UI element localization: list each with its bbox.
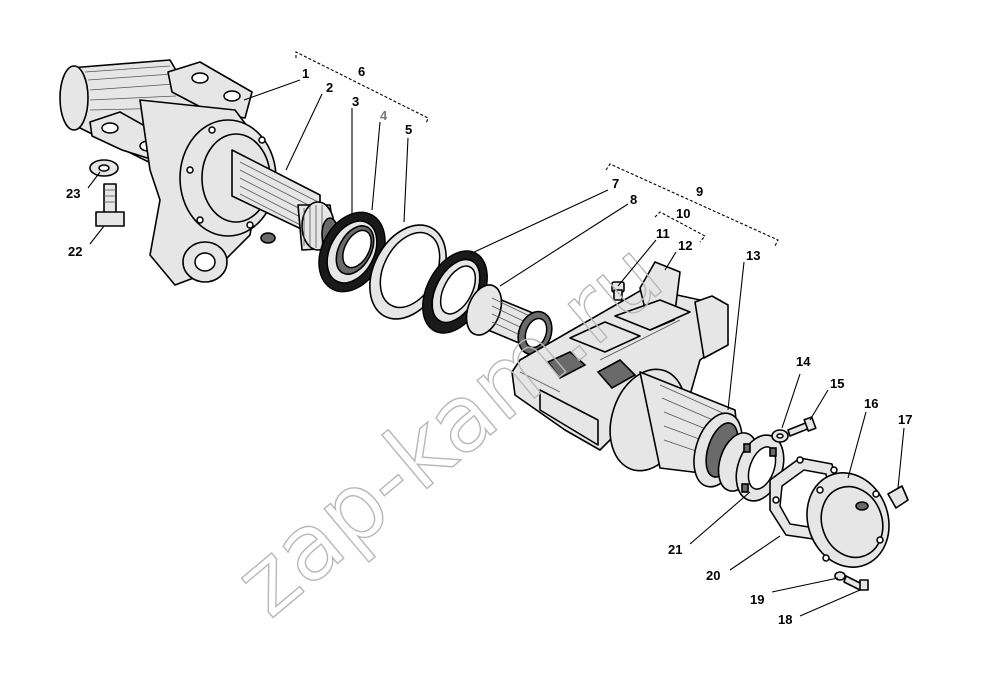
part-13-large-sleeve: [609, 368, 759, 492]
callout-10: 10: [676, 206, 690, 221]
callout-22: 22: [68, 244, 82, 259]
callout-3: 3: [352, 94, 359, 109]
callout-20: 20: [706, 568, 720, 583]
part-11-screw: [611, 281, 625, 301]
part-17-plug: [887, 485, 909, 509]
part-18-bolt: [843, 575, 869, 591]
callout-13: 13: [746, 248, 760, 263]
callout-19: 19: [750, 592, 764, 607]
callout-18: 18: [778, 612, 792, 627]
part-1-axle-housing: [59, 59, 277, 286]
callout-2: 2: [326, 80, 333, 95]
callout-16: 16: [864, 396, 878, 411]
callout-1: 1: [302, 66, 309, 81]
part-23-washer: [89, 159, 119, 177]
part-22-bolt: [95, 183, 125, 227]
assembly-brackets: [295, 51, 779, 247]
part-3-seal-ring: [318, 211, 386, 293]
callout-4: 4: [380, 108, 388, 123]
callout-23: 23: [66, 186, 80, 201]
callout-11: 11: [656, 226, 670, 241]
callout-14: 14: [796, 354, 811, 369]
callout-8: 8: [630, 192, 637, 207]
part-14-washer: [771, 429, 789, 443]
callout-7: 7: [612, 176, 619, 191]
callout-15: 15: [830, 376, 844, 391]
part-15-bolt: [787, 416, 817, 437]
leader-lines: [87, 79, 905, 617]
part-16-end-cover: [806, 472, 890, 568]
callout-labels: 1 2 3 4 5 6 7 8 9 10 11 12 13 14 15 16 1…: [66, 64, 912, 627]
callout-9: 9: [696, 184, 703, 199]
part-8-bushing: [465, 284, 553, 356]
part-12-bracket-housing: [511, 261, 729, 451]
callout-12: 12: [678, 238, 692, 253]
callout-5: 5: [405, 122, 412, 137]
callout-6: 6: [358, 64, 365, 79]
callout-17: 17: [898, 412, 912, 427]
callout-21: 21: [668, 542, 682, 557]
